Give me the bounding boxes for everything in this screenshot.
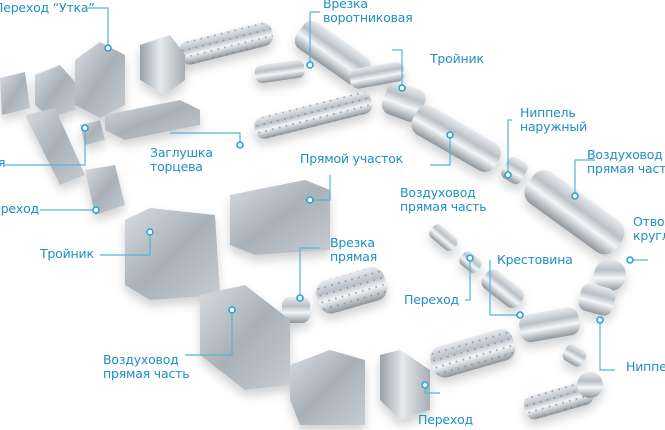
- label-line: Врезка: [330, 235, 375, 250]
- label-line: Воздуховод: [103, 352, 179, 367]
- label-line: Отвод: [633, 214, 665, 229]
- label-line: Переход: [418, 412, 474, 427]
- label-line: Тройник: [430, 51, 484, 66]
- label-left-cut: я: [0, 155, 6, 170]
- label-line: Заглушка: [150, 145, 213, 160]
- round-ducts-lower: [282, 224, 603, 420]
- label-line: я: [0, 155, 6, 170]
- label-perehod-bottom: Переход: [418, 413, 473, 427]
- label-line: Врезка: [323, 0, 368, 11]
- label-line: наружный: [520, 119, 587, 134]
- label-line: прямая часть: [103, 366, 190, 381]
- round-ducts-upper: [179, 20, 626, 316]
- label-line: прямая: [330, 249, 378, 264]
- label-perehod-mid: Переход: [404, 293, 459, 307]
- label-line: Ниппель: [626, 359, 665, 374]
- label-krestovina: Крестовина: [497, 253, 573, 267]
- label-line: Тройник: [40, 246, 94, 261]
- label-line: прямая часть: [400, 199, 487, 214]
- label-perehod-utka: Переход “Утка”: [0, 1, 95, 15]
- leader-lines: [5, 7, 648, 394]
- label-line: Переход “Утка”: [0, 0, 95, 15]
- label-line: Переход: [404, 292, 460, 307]
- label-pryamoy-uchastok: Прямой участок: [300, 152, 403, 166]
- label-otvod-krugly: Отводкруглый: [633, 215, 665, 243]
- label-line: торцева: [150, 159, 203, 174]
- leader-dots: [81, 44, 634, 389]
- label-perehod-left: Переход: [0, 202, 39, 216]
- label-troynik-rect: Тройник: [40, 247, 94, 261]
- label-troynik-round: Тройник: [430, 52, 484, 66]
- label-nippel-right: Ниппель: [626, 360, 665, 374]
- label-line: круглый: [633, 228, 665, 243]
- label-line: Прямой участок: [300, 151, 404, 166]
- label-line: Воздуховод: [400, 185, 476, 200]
- label-line: воротниковая: [323, 10, 413, 25]
- label-line: Крестовина: [497, 252, 573, 267]
- label-line: Переход: [0, 201, 40, 216]
- label-line: Воздуховод: [587, 147, 663, 162]
- label-line: прямая часть: [587, 161, 665, 176]
- label-line: Ниппель: [520, 105, 576, 120]
